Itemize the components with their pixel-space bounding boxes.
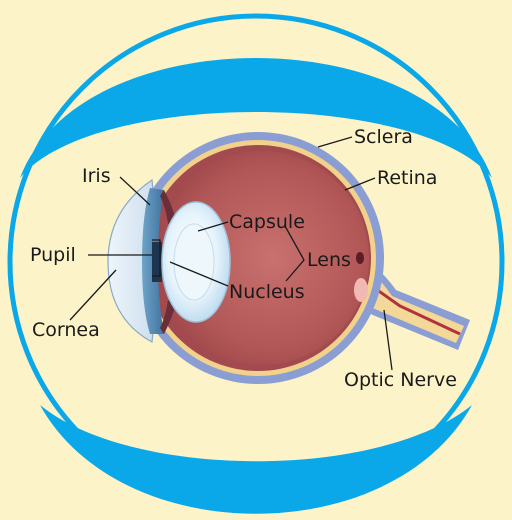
label-iris: Iris [82,165,111,187]
fovea [356,252,364,264]
label-capsule: Capsule [229,211,305,233]
label-cornea: Cornea [32,319,100,341]
lens-nucleus [174,224,214,300]
label-pupil: Pupil [30,244,76,266]
label-retina: Retina [377,167,437,189]
label-nucleus: Nucleus [229,281,305,303]
label-optic-nerve: Optic Nerve [344,369,457,391]
label-lens: Lens [307,249,351,271]
optic-disc [354,278,368,302]
label-sclera: Sclera [354,126,413,148]
frame-bottom-arc [40,405,472,514]
